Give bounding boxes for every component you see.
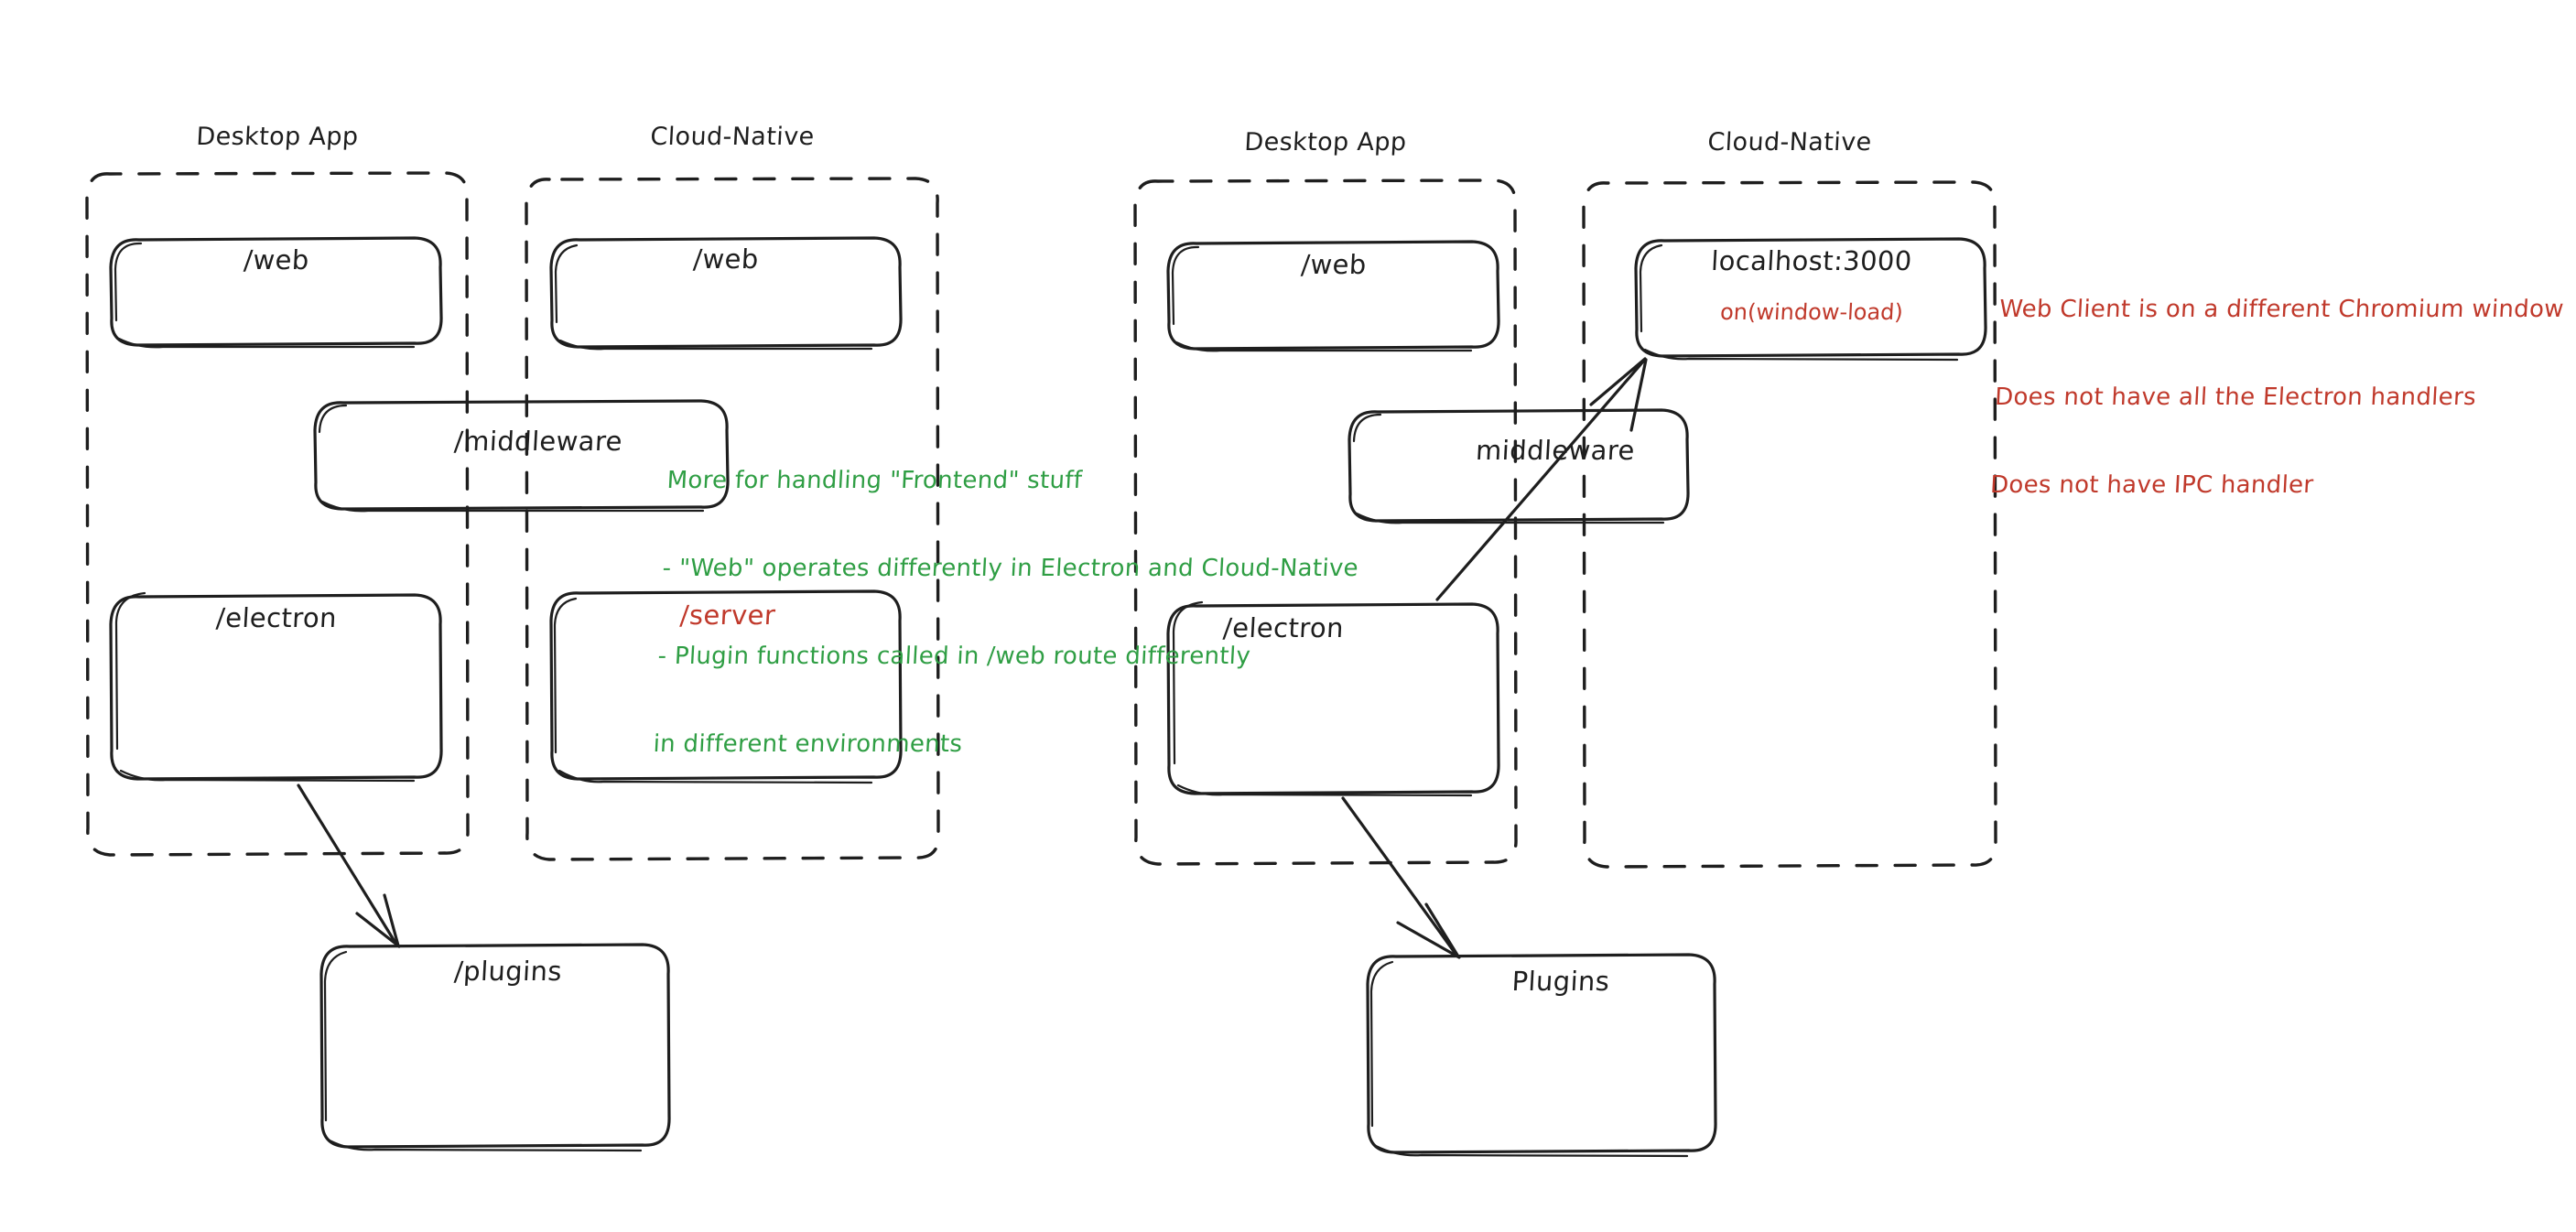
left-annotation-line-2: - "Web" operates differently in Electron… <box>661 555 1359 582</box>
right-cloud-native-title: Cloud-Native <box>1706 128 1873 157</box>
right-desktop-web-label: /web <box>1300 249 1368 280</box>
left-cloud-native-title: Cloud-Native <box>649 123 816 151</box>
left-desktop-web-box[interactable] <box>109 236 443 349</box>
left-plugins-label: /plugins <box>453 956 563 987</box>
left-desktop-web-label: /web <box>243 244 310 276</box>
right-edge-electron-to-localhost <box>1435 357 1648 601</box>
right-localhost-box[interactable] <box>1634 237 1987 362</box>
left-electron-label: /electron <box>215 602 338 633</box>
right-electron-label: /electron <box>1222 612 1345 643</box>
right-middleware-label: middleware <box>1475 435 1636 466</box>
left-annotation: More for handling "Frontend" stuff - "We… <box>651 407 1367 788</box>
right-plugins-box[interactable] <box>1366 953 1717 1158</box>
left-cloud-web-label: /web <box>692 243 760 275</box>
right-edge-electron-to-plugins <box>1341 796 1461 959</box>
right-desktop-app-container <box>1133 178 1518 866</box>
left-desktop-app-title: Desktop App <box>195 123 360 151</box>
right-annotation-line-1: Web Client is on a different Chromium wi… <box>1998 296 2565 323</box>
left-electron-box[interactable] <box>109 591 443 783</box>
right-middleware-box[interactable] <box>1348 408 1690 524</box>
right-desktop-app-title: Desktop App <box>1243 128 1408 157</box>
right-cloud-native-container <box>1582 180 1997 869</box>
right-localhost-label: localhost:3000 <box>1710 245 1913 276</box>
left-annotation-line-3: - Plugin functions called in /web route … <box>656 643 1251 670</box>
right-annotation-line-2: Does not have all the Electron handlers <box>1994 384 2477 411</box>
right-plugins-label: Plugins <box>1510 966 1611 997</box>
right-desktop-web-box[interactable] <box>1166 240 1500 352</box>
left-plugins-box[interactable] <box>319 943 671 1152</box>
left-middleware-box[interactable] <box>313 399 730 513</box>
left-cloud-web-box[interactable] <box>549 236 903 351</box>
left-annotation-line-1: More for handling "Frontend" stuff <box>666 467 1083 494</box>
right-localhost-sublabel: on(window-load) <box>1719 299 1904 325</box>
left-server-box[interactable] <box>549 589 903 784</box>
right-electron-box[interactable] <box>1166 600 1500 797</box>
left-edge-electron-to-plugins <box>297 784 401 948</box>
left-desktop-app-container <box>85 171 470 857</box>
right-annotation: Web Client is on a different Chromium wi… <box>1988 236 2568 529</box>
left-annotation-line-4: in different environments <box>652 730 964 758</box>
right-annotation-line-3: Does not have IPC handler <box>1989 471 2315 499</box>
